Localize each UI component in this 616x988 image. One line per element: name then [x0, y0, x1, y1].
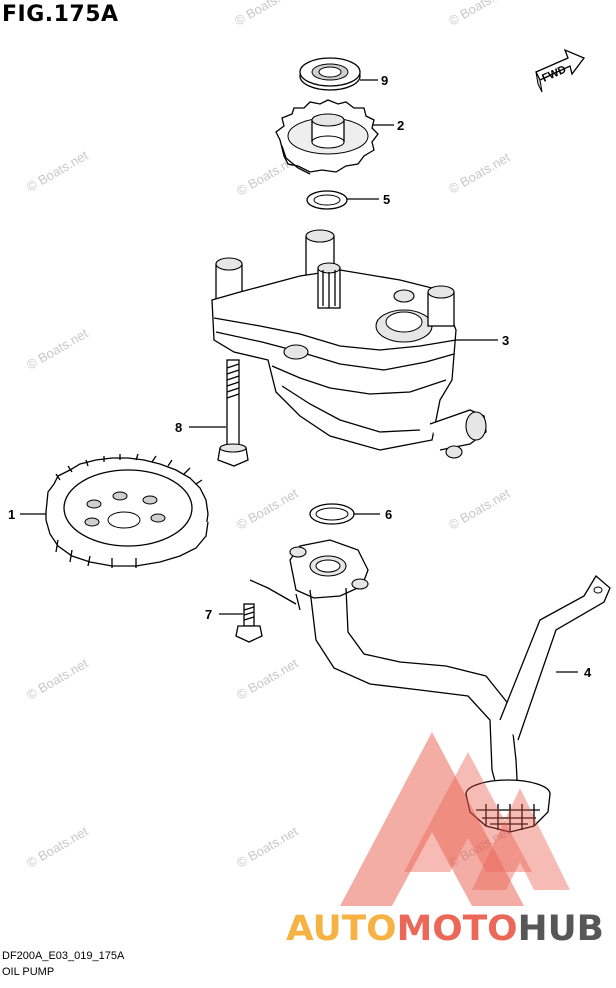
inner-gear-part-2: [275, 99, 379, 175]
footer-name: OIL PUMP: [2, 966, 55, 978]
logo-text-hub: HUB: [518, 909, 604, 949]
logo-text-auto: AUTO: [286, 909, 397, 949]
watermark: © Boats.net: [234, 655, 301, 702]
automotohub-logo: AUTOMOTOHUB: [286, 732, 604, 949]
oil-pump-body-part-3: [211, 229, 487, 459]
watermark: © Boats.net: [232, 0, 299, 29]
logo-text-moto: MOTO: [397, 909, 518, 949]
watermark: © Boats.net: [446, 149, 513, 196]
callout-1: 1: [8, 507, 15, 522]
watermark: © Boats.net: [446, 485, 513, 532]
callout-2: 2: [397, 118, 404, 133]
watermark: © Boats.net: [24, 655, 91, 702]
callout-4: 4: [584, 665, 592, 680]
callout-9: 9: [381, 73, 388, 88]
fwd-arrow-icon: FWD: [535, 48, 586, 93]
callout-6: 6: [385, 507, 392, 522]
bolt-part-7: [235, 603, 263, 643]
svg-text:AUTOMOTOHUB: AUTOMOTOHUB: [286, 909, 604, 949]
callout-3: 3: [502, 333, 509, 348]
watermark: © Boats.net: [234, 485, 301, 532]
o-ring-part-6: [309, 503, 355, 525]
footer-code: DF200A_E03_019_175A: [2, 950, 125, 962]
logo-triangle-icon: [340, 732, 524, 906]
watermark: © Boats.net: [234, 823, 301, 870]
oil-seal-part-9: [299, 57, 361, 91]
watermark: © Boats.net: [24, 325, 91, 372]
watermark: © Boats.net: [446, 0, 513, 29]
watermark: © Boats.net: [24, 823, 91, 870]
fwd-label: FWD: [540, 64, 568, 85]
bolt-part-8: [217, 359, 249, 467]
figure-title: FIG.175A: [2, 2, 119, 27]
oil-strainer-part-4: [289, 539, 611, 833]
callout-5: 5: [383, 192, 390, 207]
callout-8: 8: [175, 420, 182, 435]
callout-7: 7: [205, 607, 212, 622]
watermark: © Boats.net: [24, 147, 91, 194]
o-ring-part-5: [306, 190, 348, 210]
outer-gear-part-1: [45, 453, 209, 568]
